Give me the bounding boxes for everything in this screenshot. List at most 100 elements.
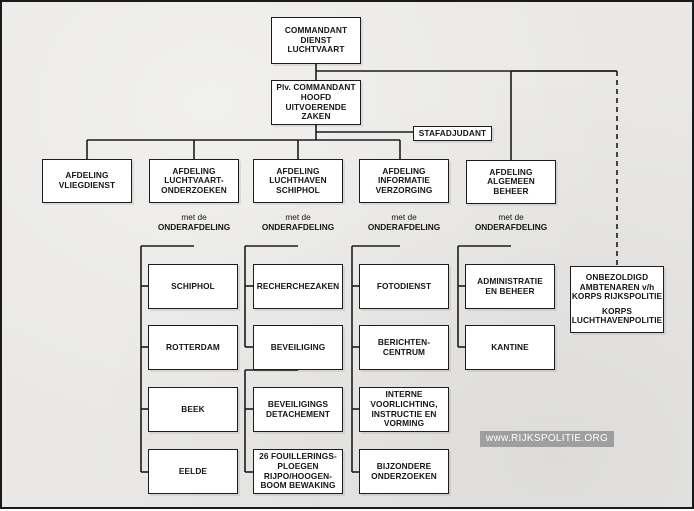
text-line: PLOEGEN [277, 460, 319, 471]
unit-schiphol-text: SCHIPHOL [171, 280, 215, 292]
unit-berichtencentrum: BERICHTEN-CENTRUM [359, 325, 449, 370]
text-line: BEEK [181, 403, 205, 414]
text-line: AFDELING [65, 170, 109, 181]
unit-kantine: KANTINE [465, 325, 555, 370]
text-line: DIENST [300, 34, 332, 45]
text-line: AFDELING [276, 165, 320, 176]
text-line: CENTRUM [382, 346, 426, 357]
text-line: COMMANDANT [284, 25, 348, 36]
unit-schiphol: SCHIPHOL [148, 264, 238, 309]
text-line: ZAKEN [301, 111, 331, 122]
text-line: VORMING [383, 418, 425, 429]
unit-rotterdam-text: ROTTERDAM [166, 341, 220, 353]
text-line: ONDERAFDELING [367, 221, 441, 232]
text-line: EN BEHEER [485, 285, 535, 296]
text-line: ONBEZOLDIGD [585, 272, 649, 283]
text-line: 26 FOUILLERINGS- [259, 451, 337, 462]
unit-rotterdam: ROTTERDAM [148, 325, 238, 370]
text-line: RECHERCHEZAKEN [256, 280, 340, 291]
text-line: HOOFD [300, 91, 332, 102]
text-line: AFDELING [382, 165, 426, 176]
text-line: met de [285, 212, 311, 222]
text-line: ADMINISTRATIE [477, 275, 543, 286]
text-line: STAFADJUDANT [418, 127, 487, 138]
text-line: ALGEMEEN [487, 176, 535, 187]
staff-box: STAFADJUDANT [413, 126, 492, 141]
text-line: AFDELING [489, 166, 533, 177]
text-line: AMBTENAREN v/h [579, 281, 655, 292]
text-line: LUCHTVAART- [164, 175, 224, 186]
text-line: INFORMATIE [377, 175, 430, 186]
text-line: KORPS RIJKSPOLITIE [571, 291, 663, 302]
unit-beek-text: BEEK [181, 403, 205, 415]
unit-fotodienst: FOTODIENST [359, 264, 449, 309]
text-line: EELDE [178, 465, 208, 476]
text-line: DETACHEMENT [265, 408, 331, 419]
text-line: VOORLICHTING, [370, 398, 438, 409]
text-line: ONDERAFDELING [474, 221, 548, 232]
text-line: BEVEILIGINGS [267, 398, 329, 409]
text-line: BEVEILIGING [270, 341, 326, 352]
text-line: ROTTERDAM [166, 341, 220, 352]
text-line: ONDERAFDELING [157, 221, 231, 232]
unit-beveiliging-text: BEVEILIGING [270, 341, 326, 353]
text-line: AFDELING [172, 165, 216, 176]
text-line: BEHEER [493, 185, 529, 196]
text-line: BERICHTEN- [377, 336, 431, 347]
text-line: SCHIPHOL [171, 280, 215, 291]
text-line: met de [498, 212, 524, 222]
text-line: INTERNE [385, 389, 423, 400]
text-line: LUCHTVAART [287, 44, 345, 55]
text-line: UITVOERENDE [285, 101, 347, 112]
text-line: KORPS [602, 305, 633, 316]
unit-beveiliging: BEVEILIGING [253, 325, 343, 370]
text-line: INSTRUCTIE EN [371, 408, 437, 419]
text-line: LUCHTHAVEN [269, 175, 327, 186]
text-line: met de [181, 212, 207, 222]
text-line: VLIEGDIENST [58, 180, 116, 190]
text-line: LUCHTHAVENPOLITIE [571, 315, 663, 326]
text-line: RIJPO/HOOGEN- [263, 470, 333, 481]
unit-recherchezaken: RECHERCHEZAKEN [253, 264, 343, 309]
unit-recherchezaken-text: RECHERCHEZAKEN [256, 280, 340, 292]
unit-kantine-text: KANTINE [491, 342, 529, 353]
text-line: SCHIPHOL [276, 184, 320, 195]
text-line: BIJZONDERE [376, 460, 432, 471]
staff-box-text: STAFADJUDANT [418, 127, 487, 139]
text-line: ONDERAFDELING [261, 221, 335, 232]
unit-eelde-text: EELDE [178, 465, 208, 477]
unit-eelde: EELDE [148, 449, 238, 494]
